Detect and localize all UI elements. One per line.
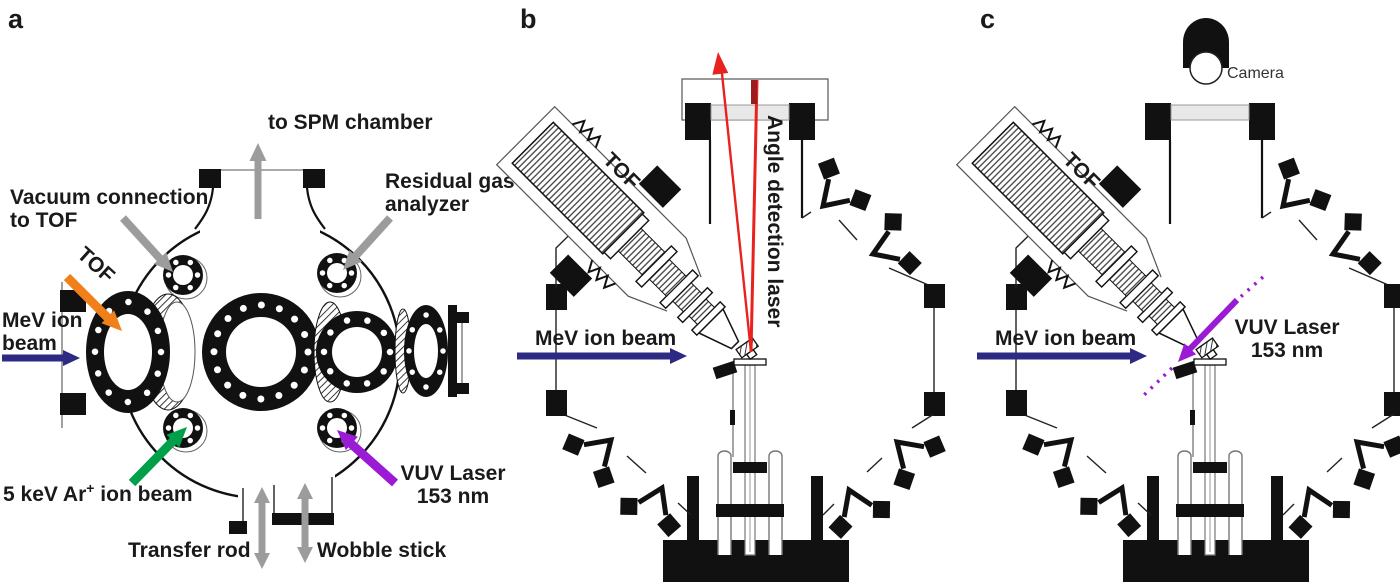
wobble-stick-label: Wobble stick (317, 539, 446, 562)
vuv-laser-arrow-a (337, 430, 398, 487)
tof-label-a: TOF (73, 243, 119, 288)
vuv-label-a1: VUV Laser (400, 462, 505, 485)
argon-beam-arrow (128, 427, 187, 487)
flange-right (313, 301, 398, 403)
flange-vacuum-tof (163, 255, 208, 300)
rga-arrow (343, 215, 393, 270)
panel-a-top-view: a (2, 4, 515, 569)
spm-label: to SPM chamber (268, 111, 433, 134)
bottom-ports (229, 455, 335, 534)
vacuum-label-1: Vacuum connection (10, 186, 208, 209)
vuv-label-c2: 153 nm (1251, 339, 1323, 362)
transfer-rod-arrow (254, 487, 270, 569)
vacuum-tof-arrow (120, 215, 173, 272)
mev-label-a2: beam (2, 332, 57, 355)
laser-entry-window (751, 80, 757, 104)
vuv-laser-beam-c (1140, 275, 1265, 399)
vuv-label-a2: 153 nm (417, 485, 489, 508)
mev-beam-arrow-a (2, 350, 80, 366)
spm-arrow (249, 143, 267, 219)
wobble-stick-arrow (297, 483, 313, 563)
mev-label-b: MeV ion beam (535, 327, 676, 350)
camera-icon (1183, 18, 1229, 85)
panel-c-side-view: c Camera TOF MeV ion beam VUV Laser 153 … (929, 4, 1400, 582)
argon-label: 5 keV Ar+ ion beam (3, 480, 193, 506)
mev-label-a1: MeV ion (2, 309, 83, 332)
chamber-top-view (60, 169, 469, 534)
mev-label-c: MeV ion beam (995, 327, 1136, 350)
angle-laser-label: Angle detection laser (763, 115, 786, 327)
rga-label-1: Residual gas (385, 170, 515, 193)
vacuum-label-2: to TOF (10, 209, 77, 232)
panel-b-side-view: b TOF Angle detection laser MeV ion beam (469, 4, 950, 582)
flange-center-viewport (202, 293, 320, 411)
transfer-rod-label: Transfer rod (128, 539, 251, 562)
tof-arrow (63, 273, 122, 331)
vuv-label-c1: VUV Laser (1234, 316, 1339, 339)
panel-c-letter: c (980, 4, 995, 34)
mev-beam-arrow-c (977, 348, 1147, 364)
camera-label: Camera (1227, 65, 1284, 82)
angle-detection-laser-beam (712, 52, 759, 353)
rga-label-2: analyzer (385, 193, 469, 216)
panel-a-letter: a (8, 4, 24, 34)
mev-beam-arrow-b (517, 348, 687, 364)
flange-far-right (394, 305, 469, 397)
panel-b-letter: b (520, 4, 537, 34)
